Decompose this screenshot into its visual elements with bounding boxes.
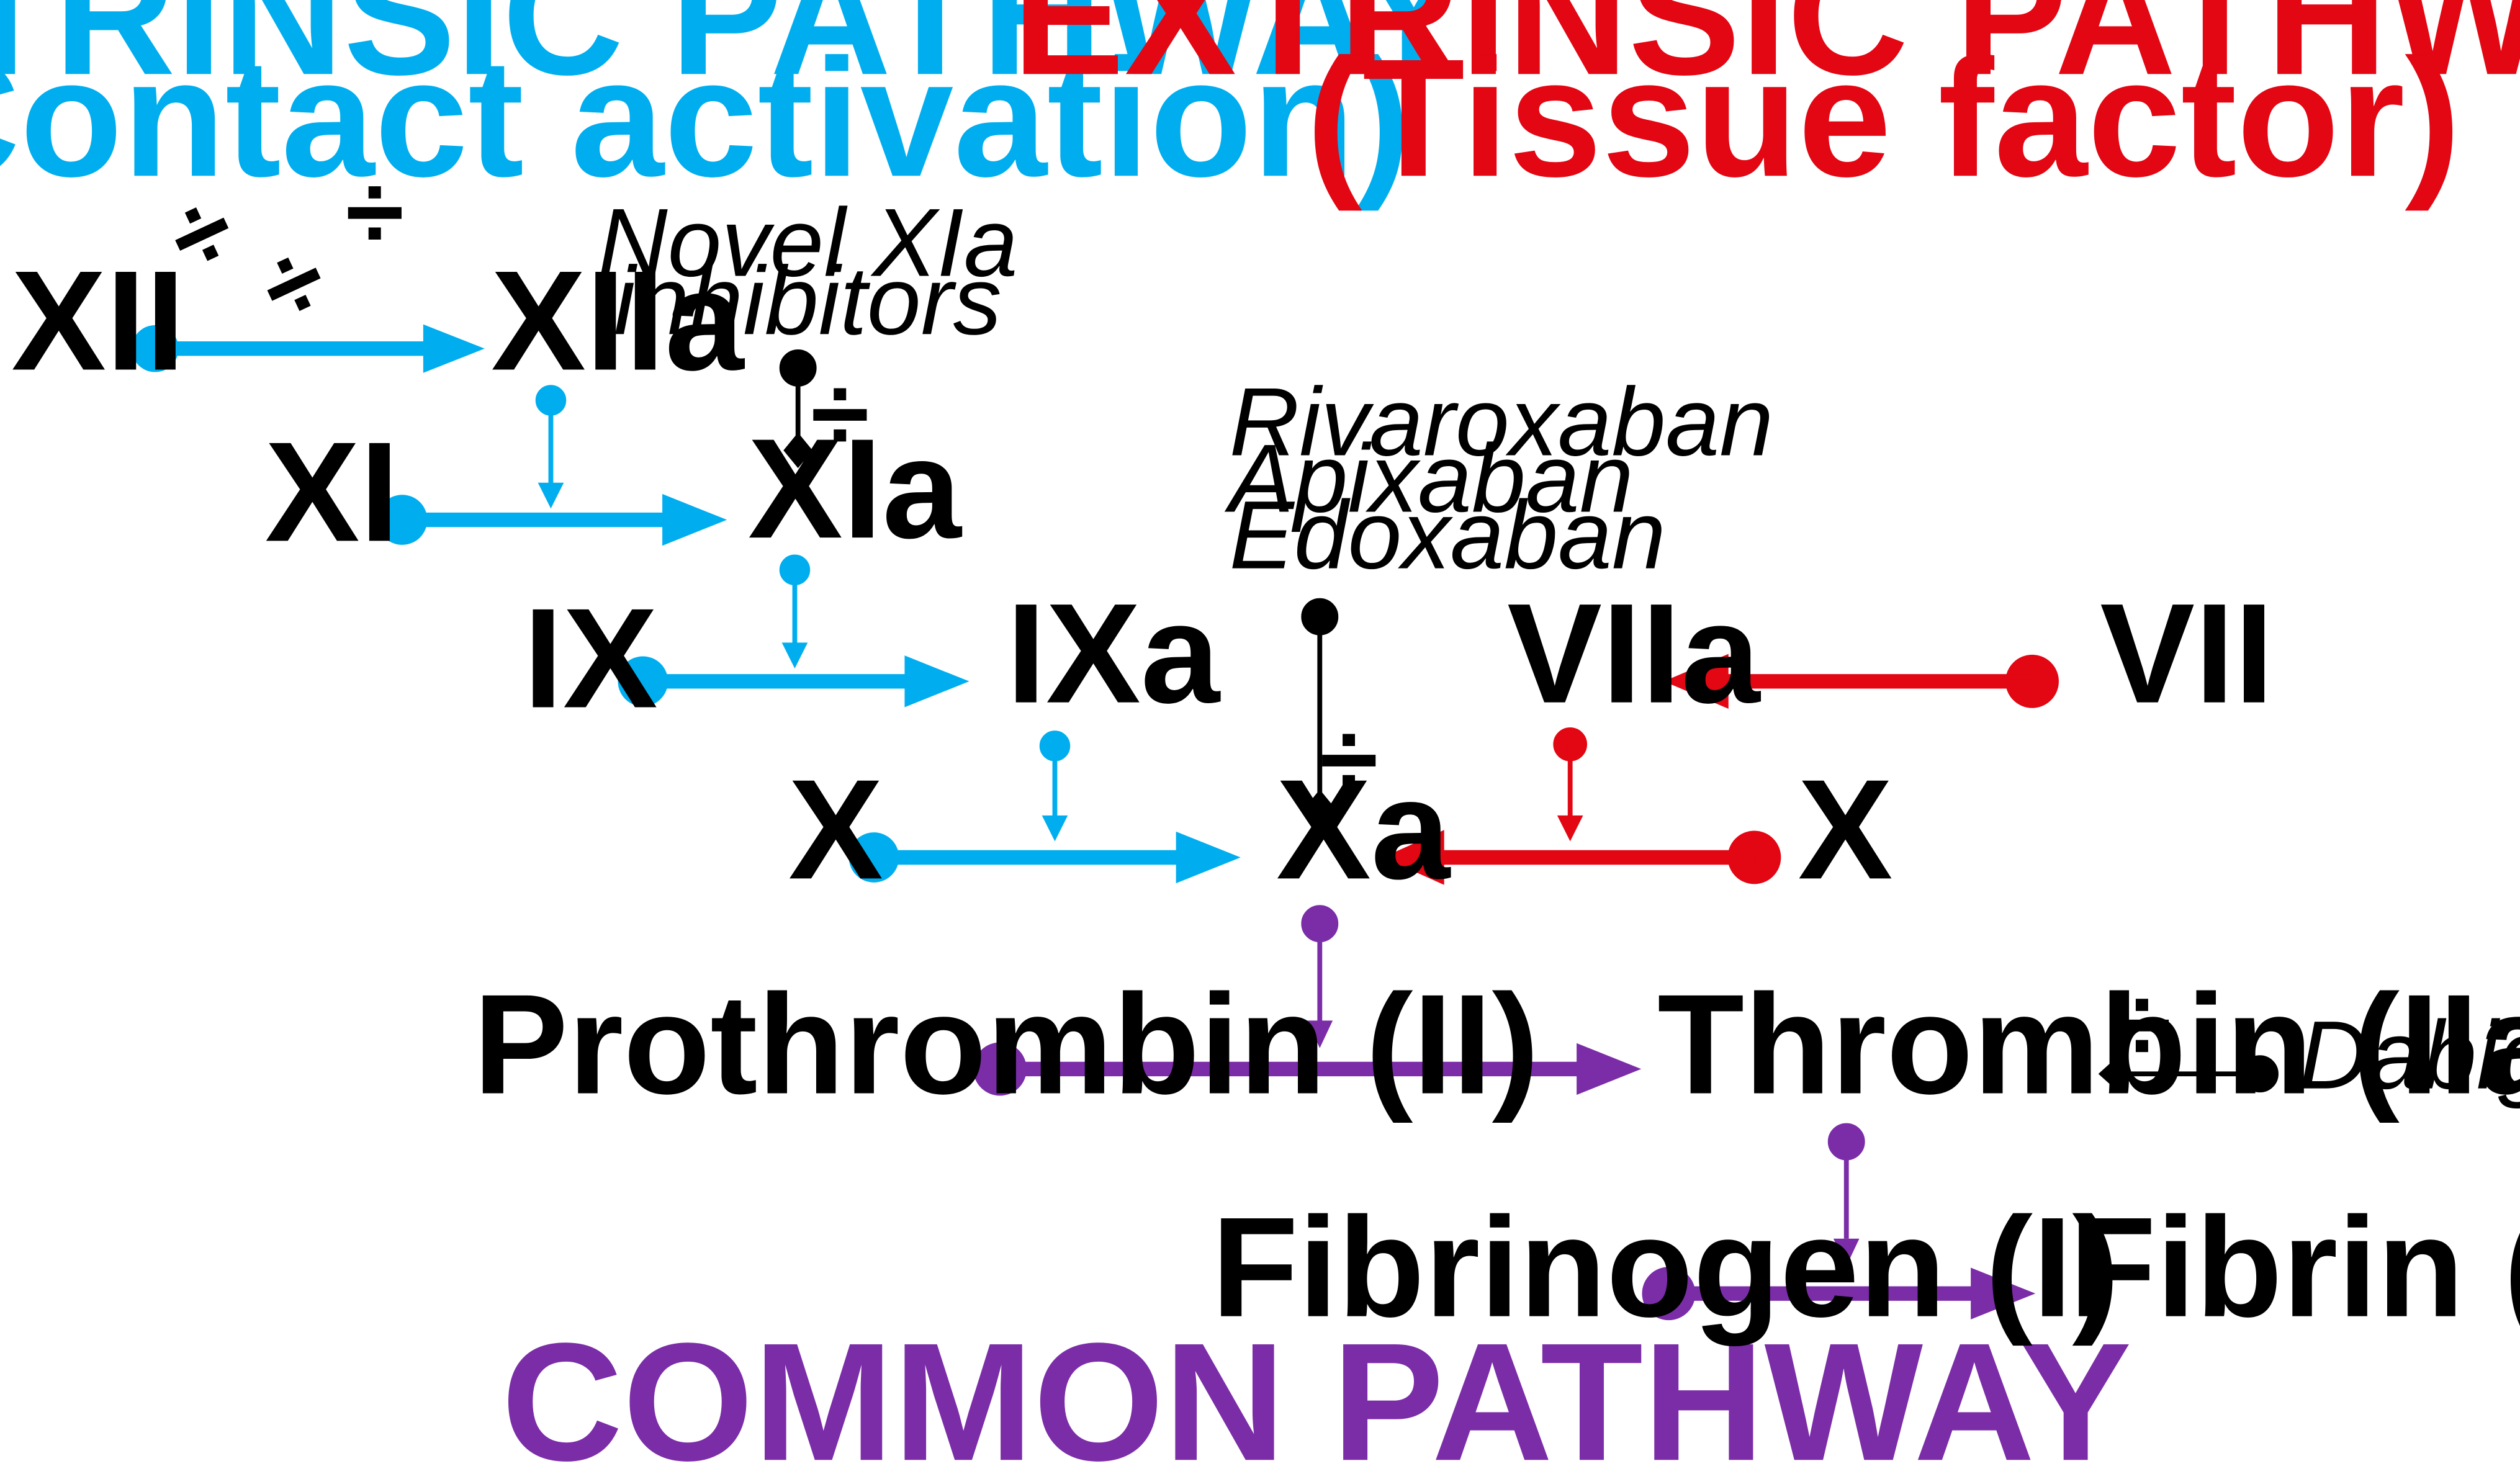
inhibit-symbol-xia: ÷ (811, 355, 869, 474)
factor-xia: XIa (748, 409, 962, 568)
factor-x-intrinsic: X (788, 750, 883, 909)
xa-inhibitor-edoxaban: Edoxaban (1230, 482, 1666, 590)
extrinsic-pathway-arrows (1382, 654, 2059, 885)
fibrinogen-label: Fibrinogen (I) (1212, 1188, 2120, 1347)
factor-xii: XII (11, 241, 185, 400)
fibrin-label: Fibrin (Ia) (2069, 1188, 2520, 1347)
xi-to-xia-arrowhead (662, 493, 727, 546)
factor-xa: Xa (1276, 750, 1451, 909)
common-pathway-title: COMMON PATHWAY (502, 1308, 2131, 1479)
factor-ixa: IXa (1006, 574, 1220, 733)
extrinsic-pathway-title: EXTRINSIC PATHWAY (1012, 0, 2520, 110)
dabigatran-label: Dabigatran (2298, 1002, 2520, 1110)
ix-to-ixa-arrowhead (904, 655, 970, 708)
xia-inhibitor-label-line2: inhibitors (614, 247, 1002, 355)
thrombin-label: Thrombin (IIa) (1657, 964, 2520, 1123)
intrinsic-pathway-subtitle: (Contact activation) (0, 24, 1411, 212)
extrinsic-pathway-subtitle: (Tissue factor) (1307, 24, 2461, 212)
common-pathway-arrows (973, 905, 2036, 1321)
xa-activation-arrowhead (1307, 1020, 1333, 1048)
factor-viia: VIIa (1507, 574, 1761, 733)
dabigatran-diamond (2098, 1059, 2131, 1089)
thrombin-activation-arrowhead (1833, 1238, 1860, 1266)
prothrombin-label: Prothrombin (II) (474, 964, 1539, 1123)
intrinsic-pathway-arrows (132, 324, 1241, 884)
vii-to-viia-arrowhead (1663, 654, 1729, 709)
inhibit-symbol-thrombin: ÷ (2113, 965, 2171, 1084)
factor-ix: IX (523, 578, 657, 737)
prothrombin-to-thrombin-arrowhead (1577, 1043, 1642, 1095)
xa-inhibitor-apixaban: Apixaban (1225, 425, 1634, 533)
xia-inhibitor-label-line1: Novel XIa (598, 189, 1018, 297)
xia-inhibitor-diamond (783, 433, 813, 469)
fibrinogen-to-fibrin-arrowhead (1971, 1267, 2036, 1319)
xii-to-xiia-arrowhead (423, 324, 485, 373)
x-left-to-xa-arrowhead (1176, 831, 1241, 884)
viia-activation-arrowhead (1557, 815, 1583, 842)
factor-xi: XI (265, 412, 399, 571)
xia-activation-arrowhead (781, 642, 808, 668)
xa-inhibitor-rivaroxaban: Rivaroxaban (1230, 368, 1774, 476)
inhibit-symbol-3: ÷ (346, 153, 404, 271)
factor-xiia: XIIa (491, 241, 745, 400)
ixa-activation-arrowhead (1042, 815, 1068, 842)
factor-vii: VII (2100, 574, 2274, 733)
x-right-to-xa-arrowhead (1382, 830, 1444, 885)
inhibit-symbol-xa: ÷ (1320, 701, 1378, 819)
xiia-activation-arrowhead (538, 482, 564, 509)
intrinsic-pathway-title: INTRINSIC PATHWAY (0, 0, 1470, 110)
inhibit-symbol-2: ÷ (242, 217, 345, 349)
factor-x-extrinsic: X (1798, 750, 1893, 909)
